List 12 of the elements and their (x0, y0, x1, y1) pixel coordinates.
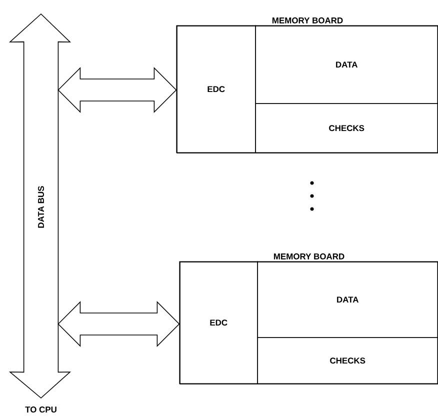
double-arrow (58, 301, 180, 347)
node-label: MEMORY BOARD (274, 253, 344, 260)
section-box: EDC (176, 25, 256, 153)
section-box: DATA (255, 25, 438, 104)
section-box: DATA (257, 261, 438, 338)
section-box: CHECKS (257, 337, 438, 384)
section-box: CHECKS (255, 103, 438, 153)
node-label: MEMORY BOARD (272, 17, 343, 24)
section-box: EDC (179, 261, 258, 384)
double-arrow (58, 67, 177, 113)
node-label: TO CPU (25, 406, 56, 413)
double-arrow-bus: DATA BUS (8, 13, 72, 399)
